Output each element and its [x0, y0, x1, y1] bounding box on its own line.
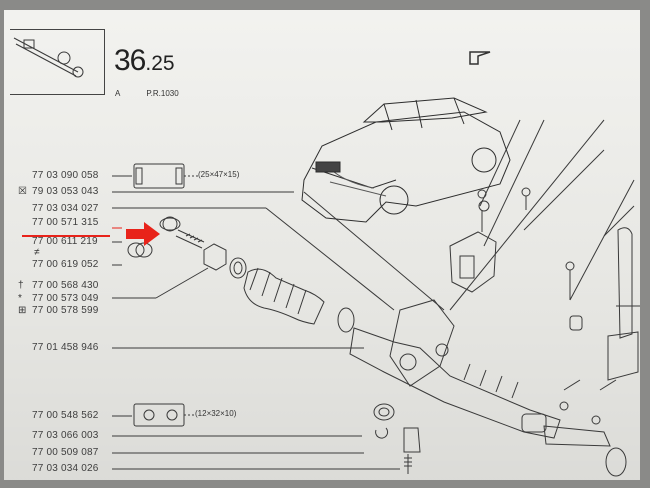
- washer-dimension: (12×32×10): [195, 409, 237, 418]
- parts-diagram: [13, 37, 640, 477]
- symbol-asterisk: *: [18, 293, 22, 304]
- catalog-page: 36.25 A P.R.1030 77 03 090 058 ☒ 79 03 05…: [4, 10, 640, 480]
- page-number-main: 36: [114, 44, 146, 77]
- symbol-dagger: †: [18, 280, 24, 291]
- part-number: 77 00 548 562: [32, 410, 99, 421]
- part-number: 77 01 458 946: [32, 342, 99, 353]
- page-number: 36.25: [114, 44, 175, 78]
- symbol-grid: ⊞: [18, 305, 27, 316]
- car-illustration: [301, 97, 511, 223]
- part-number: 77 03 034 026: [32, 463, 99, 474]
- part-number: 77 00 619 052: [32, 259, 99, 270]
- page-ref-code: P.R.1030: [146, 89, 179, 98]
- symbol-not-equal: ≠: [34, 247, 40, 258]
- part-number: 77 00 573 049: [32, 293, 99, 304]
- part-number: 79 03 053 043: [32, 186, 99, 197]
- part-number: 77 00 509 087: [32, 447, 99, 458]
- part-number: 77 00 568 430: [32, 280, 99, 291]
- catalog-mark-icon: [469, 51, 491, 65]
- page-number-sub: .25: [145, 52, 175, 75]
- symbol-cross-box: ☒: [18, 186, 27, 197]
- red-arrow-icon: [126, 222, 160, 246]
- part-number: 77 03 034 027: [32, 203, 99, 214]
- part-number: 77 03 090 058: [32, 170, 99, 181]
- bush-dimension: (25×47×15): [198, 170, 240, 179]
- part-number: 77 00 571 315: [32, 217, 99, 228]
- thumbnail-frame: [10, 29, 105, 95]
- thumbnail-rack-icon: [13, 37, 84, 78]
- part-number: 77 00 578 599: [32, 305, 99, 316]
- page-ref-letter: A: [115, 89, 121, 98]
- part-number: 77 00 611 219: [32, 236, 98, 247]
- part-number: 77 03 066 003: [32, 430, 99, 441]
- page-reference: A P.R.1030: [115, 89, 179, 98]
